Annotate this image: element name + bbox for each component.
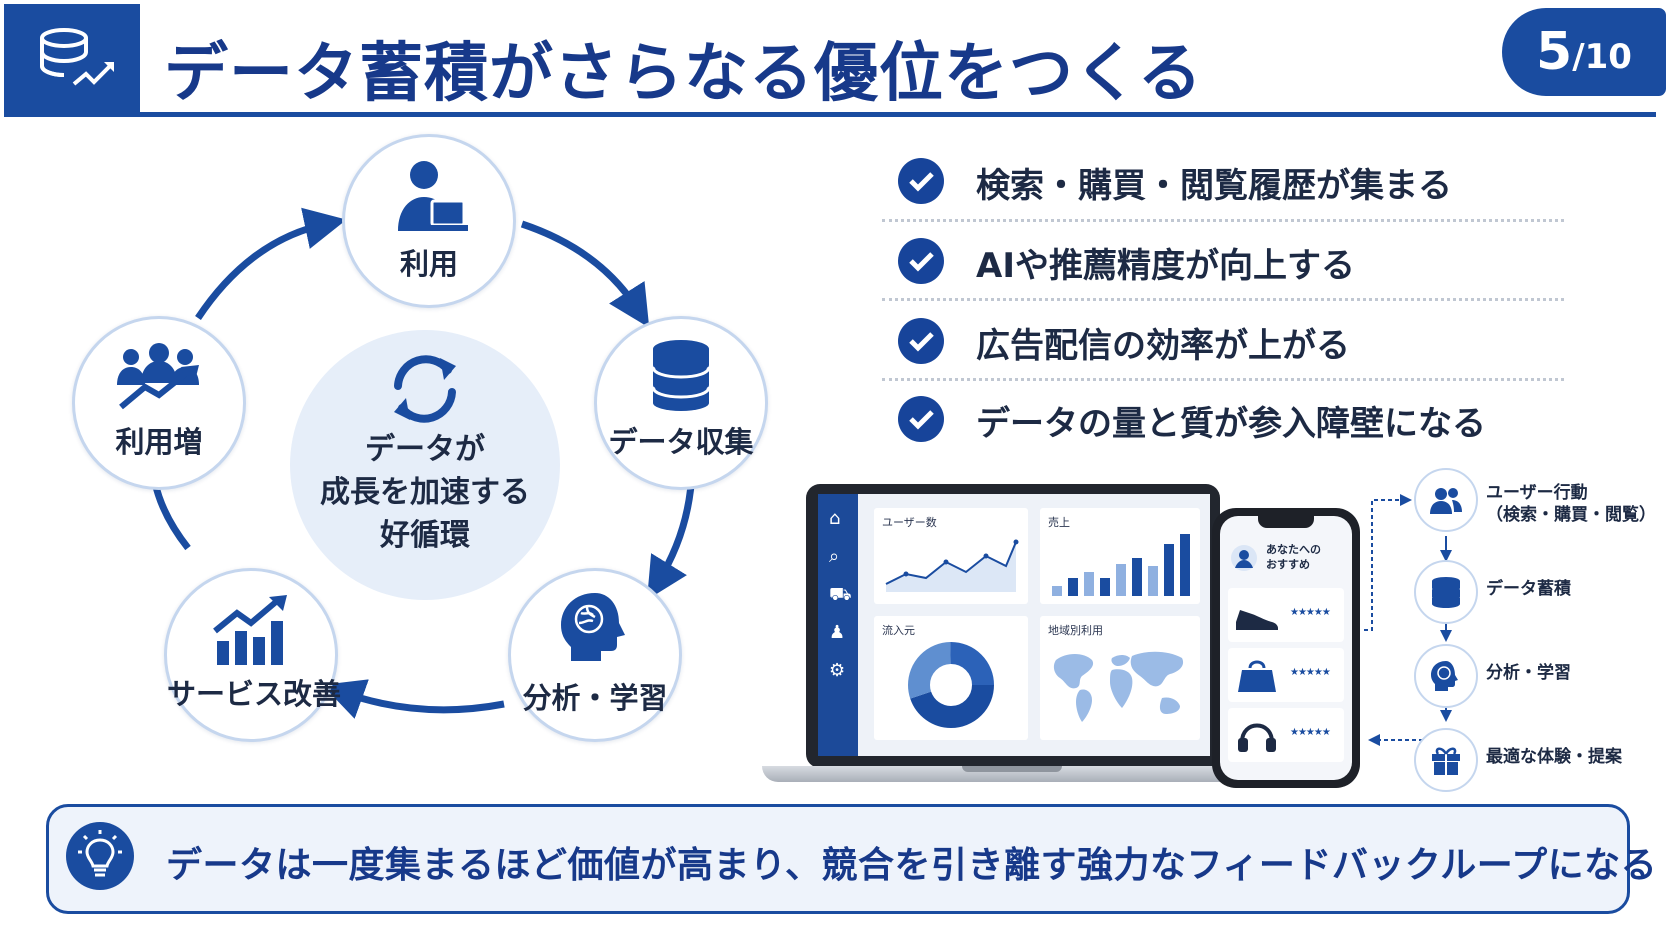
arrow-use-to-collect: [520, 220, 650, 328]
phone-notch: [1258, 516, 1314, 528]
gear-icon: ⚙: [829, 660, 846, 681]
users-line-chart: [885, 539, 1019, 592]
checklist-item: データの量と質が参入障壁になる: [898, 388, 1578, 448]
arrow-analyze-to-improve: [322, 679, 505, 719]
world-map-icon: [1053, 651, 1184, 722]
user-avatar-icon: [1231, 545, 1257, 571]
cycle-node-collect: データ収集: [594, 316, 768, 490]
card-users: ユーザー数: [874, 508, 1028, 604]
phone-screen: あなたへの おすすめ ★★★★★ ★★★★★ ★★★★★: [1220, 516, 1352, 780]
laptop-base: [762, 766, 1264, 782]
checklist-text: 検索・購買・閲覧履歴が集まる: [976, 166, 1452, 206]
bar-chart-up-icon: [213, 595, 287, 665]
sources-donut-chart: [908, 642, 994, 728]
person-icon: ♟: [829, 622, 846, 643]
card-sales: 売上: [1040, 508, 1200, 604]
checklist-item: 広告配信の効率が上がる: [898, 310, 1578, 370]
laptop-notch: [962, 766, 1062, 772]
summary-text: データは一度集まるほど価値が高まり、競合を引き離す強力なフィードバックループにな…: [166, 845, 1658, 886]
card-title: 地域別利用: [1048, 624, 1103, 637]
header-rule: [4, 112, 1656, 117]
dashboard-sidebar: ⌂ ⌕ ⛟ ♟ ⚙: [818, 494, 858, 756]
recommend-title: あなたへの おすすめ: [1266, 543, 1321, 571]
cycle-node-use: 利用: [342, 134, 516, 308]
gift-icon: [1432, 747, 1460, 775]
rating-stars: ★★★★★: [1290, 727, 1331, 738]
lightbulb-icon: [66, 822, 134, 890]
flow-label: データ蓄積: [1486, 579, 1571, 599]
shoe-icon: [1236, 610, 1278, 630]
cycle-node-label: サービス改善: [167, 677, 342, 711]
flow-node-behavior: [1414, 468, 1478, 532]
flow-node-storage: [1414, 560, 1478, 624]
flow-label: 最適な体験・提案: [1486, 747, 1622, 767]
recommend-header: あなたへの おすすめ: [1228, 538, 1344, 584]
users-growth-icon: [117, 343, 199, 410]
database-growth-icon: [40, 28, 114, 86]
cycle-node-label: 利用: [399, 247, 458, 281]
check-circle-icon: [898, 396, 944, 442]
card-title: 流入元: [882, 624, 915, 637]
bag-icon: [1238, 660, 1276, 692]
cycle-center-text: データが 成長を加速する 好循環: [320, 432, 530, 553]
product-card[interactable]: ★★★★★: [1228, 648, 1344, 702]
flow-label: 分析・学習: [1486, 663, 1571, 683]
checklist-text: AIや推薦精度が向上する: [976, 246, 1355, 286]
search-icon: ⌕: [829, 546, 840, 567]
cart-icon: ⛟: [829, 584, 852, 605]
user-laptop-icon: [398, 161, 468, 231]
rating-stars: ★★★★★: [1290, 667, 1331, 678]
header-icon-box: [4, 4, 140, 116]
product-card[interactable]: ★★★★★: [1228, 708, 1344, 762]
check-circle-icon: [898, 318, 944, 364]
flow-node-experience: [1414, 728, 1478, 792]
divider: [882, 219, 1564, 222]
dashboard-screen: ⌂ ⌕ ⛟ ♟ ⚙ ユーザー数 売上: [818, 494, 1210, 756]
card-title: 売上: [1048, 516, 1070, 529]
flow-label: ユーザー行動 （検索・購買・閲覧）: [1486, 483, 1656, 525]
product-card[interactable]: ★★★★★: [1228, 588, 1344, 642]
page-total: /10: [1572, 37, 1632, 77]
database-icon: [1432, 577, 1460, 608]
rating-stars: ★★★★★: [1290, 607, 1331, 618]
checklist-text: データの量と質が参入障壁になる: [976, 404, 1486, 444]
page-current: 5: [1536, 22, 1573, 82]
checklist-item: AIや推薦精度が向上する: [898, 230, 1578, 290]
cycle-node-analyze: 分析・学習: [508, 568, 682, 742]
brain-head-icon: [561, 593, 625, 661]
brain-head-icon: [1431, 661, 1458, 691]
cycle-node-label: 利用増: [115, 425, 203, 459]
card-title: ユーザー数: [882, 516, 937, 529]
refresh-cycle-icon: [394, 355, 456, 423]
page-title: データ蓄積がさらなる優位をつくる: [164, 37, 1203, 111]
sales-bar-chart: [1052, 534, 1190, 596]
headphones-icon: [1238, 723, 1276, 752]
check-circle-icon: [898, 238, 944, 284]
home-icon: ⌂: [829, 508, 841, 529]
cycle-center: [290, 330, 560, 600]
checklist-item: 検索・購買・閲覧履歴が集まる: [898, 150, 1578, 210]
page-number-badge: 5 /10: [1502, 8, 1666, 96]
cycle-node-label: データ収集: [608, 425, 754, 459]
cycle-node-improve: サービス改善: [164, 568, 342, 742]
cycle-node-grow: 利用増: [72, 316, 246, 490]
summary-banner: [46, 804, 1630, 914]
flow-node-analysis: [1414, 644, 1478, 708]
check-circle-icon: [898, 158, 944, 204]
database-icon: [651, 340, 711, 411]
checklist-text: 広告配信の効率が上がる: [976, 326, 1350, 366]
cycle-node-label: 分析・学習: [522, 681, 668, 715]
card-sources: 流入元: [874, 616, 1028, 740]
divider: [882, 298, 1564, 301]
card-regions: 地域別利用: [1040, 616, 1200, 740]
arrow-grow-to-use: [195, 207, 347, 320]
users-icon: [1430, 488, 1462, 514]
divider: [882, 378, 1564, 381]
